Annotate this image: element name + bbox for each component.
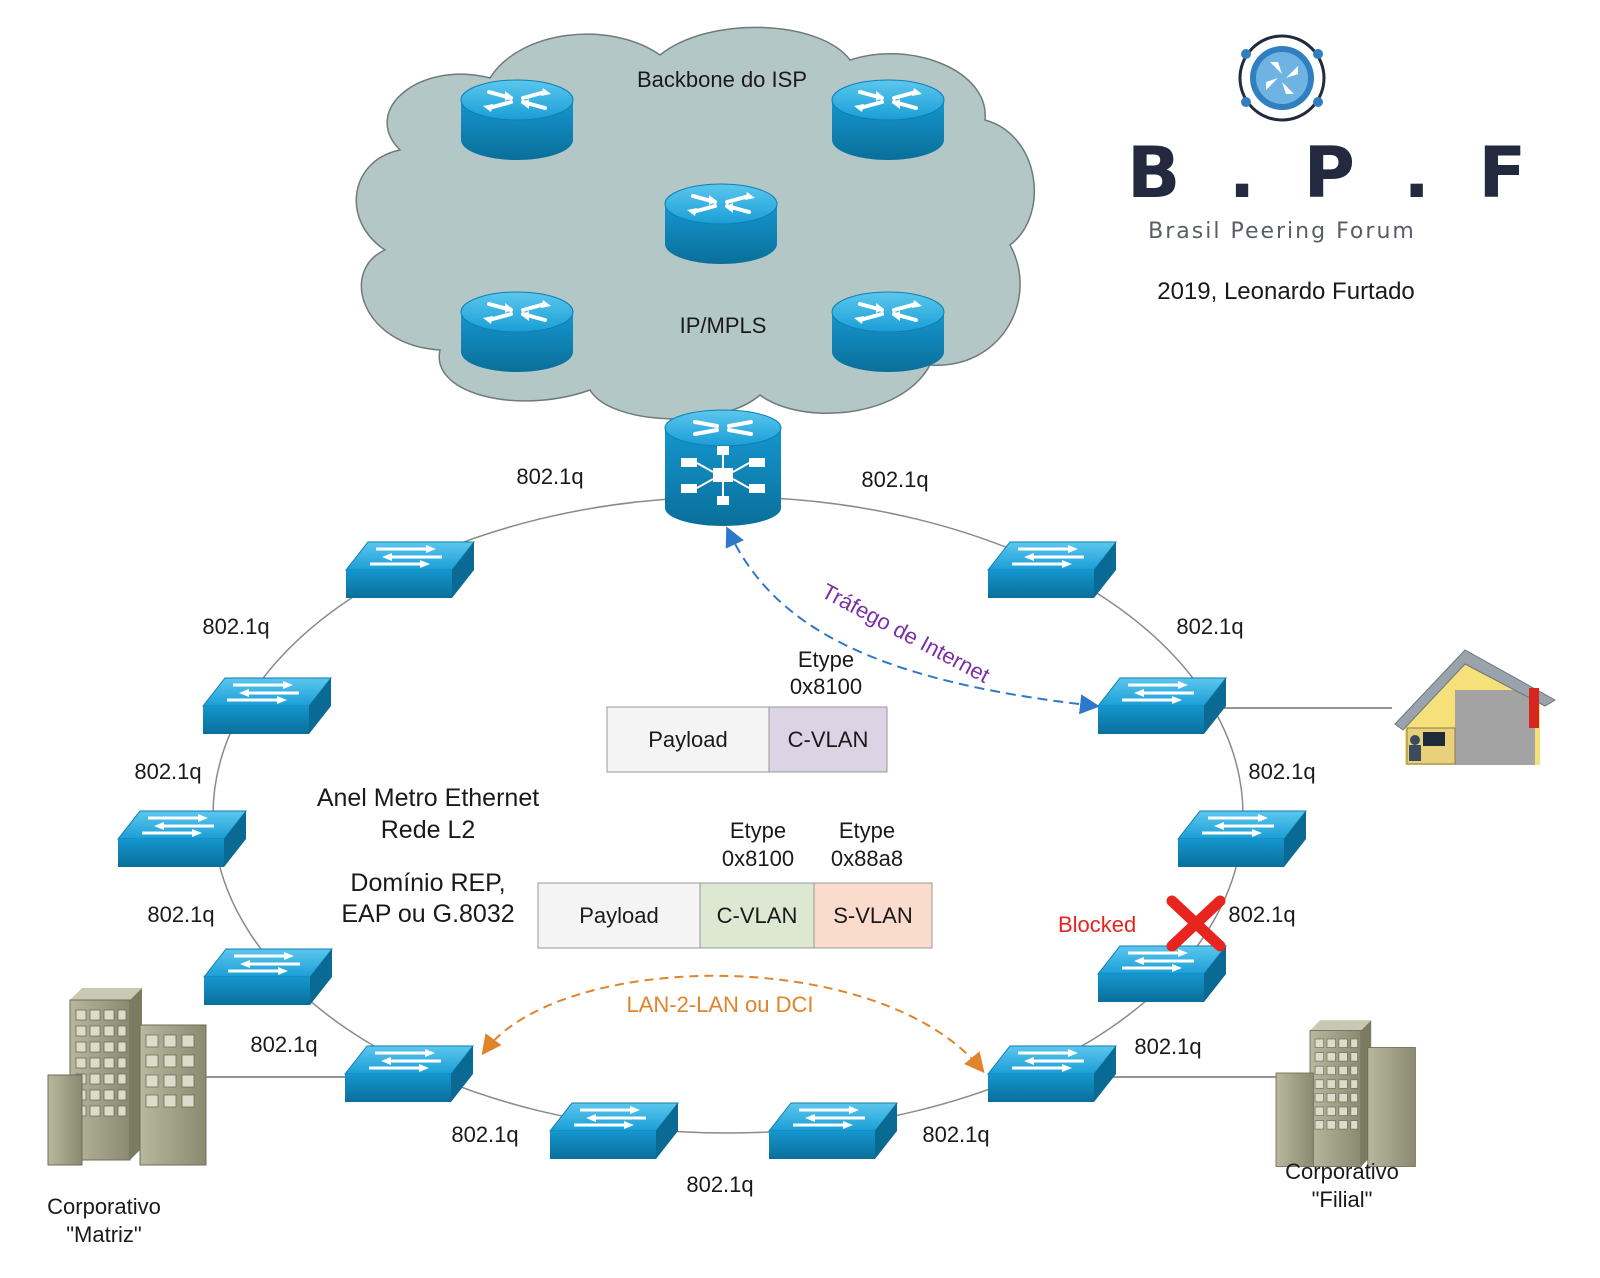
etype-value: 0x8100 bbox=[790, 674, 862, 699]
router-icon bbox=[830, 78, 946, 162]
link-label: 802.1q bbox=[1134, 1034, 1201, 1059]
frame-cell-svlan: S-VLAN bbox=[833, 903, 912, 928]
branch-label: Corporativo bbox=[1285, 1159, 1399, 1184]
switch-icon bbox=[548, 1101, 680, 1161]
lan-to-lan-arrow bbox=[481, 974, 985, 1074]
ring-domain-line1: Domínio REP, bbox=[350, 869, 505, 897]
link-label: 802.1q bbox=[516, 464, 583, 489]
link-label: 802.1q bbox=[1248, 759, 1315, 784]
bpf-wordmark: B . P . F bbox=[1127, 132, 1538, 214]
branch-name: "Filial" bbox=[1312, 1187, 1373, 1212]
router-icon bbox=[830, 290, 946, 374]
link-label: 802.1q bbox=[686, 1172, 753, 1197]
switch-icon bbox=[1176, 809, 1308, 869]
router-icon bbox=[663, 182, 779, 266]
etype-label: Etype bbox=[730, 818, 786, 843]
internet-traffic-arrow bbox=[725, 526, 1100, 715]
etype-label: Etype bbox=[798, 647, 854, 672]
frame-cell-cvlan: C-VLAN bbox=[788, 727, 869, 752]
blocked-x-icon bbox=[1166, 895, 1226, 952]
frame-cvlan: Etype 0x8100 Payload C-VLAN bbox=[606, 647, 888, 773]
switch-icon bbox=[1096, 676, 1228, 736]
credit: 2019, Leonardo Furtado bbox=[1157, 278, 1415, 305]
hq-label: Corporativo bbox=[47, 1194, 161, 1219]
building-icon bbox=[47, 987, 207, 1166]
ring-subtitle: Rede L2 bbox=[381, 816, 476, 844]
cloud-title: Backbone do ISP bbox=[637, 67, 807, 92]
building-icon bbox=[1275, 1019, 1416, 1167]
lan-to-lan-label: LAN-2-LAN ou DCI bbox=[626, 992, 813, 1017]
isp-backbone-cloud: Backbone do ISP IP/MPLS bbox=[355, 26, 1036, 420]
blocked-label: Blocked bbox=[1058, 912, 1136, 937]
switch-icon bbox=[767, 1101, 899, 1161]
link-label: 802.1q bbox=[451, 1122, 518, 1147]
hq-name: "Matriz" bbox=[66, 1222, 142, 1247]
router-icon bbox=[459, 78, 575, 162]
switch-icon bbox=[343, 1044, 475, 1104]
frame-cell-payload: Payload bbox=[579, 903, 659, 928]
link-label: 802.1q bbox=[134, 759, 201, 784]
frame-cell-cvlan: C-VLAN bbox=[717, 903, 798, 928]
etype-value: 0x8100 bbox=[722, 846, 794, 871]
ring-title: Anel Metro Ethernet bbox=[317, 784, 539, 812]
multilayer-switch-icon bbox=[664, 409, 782, 526]
frame-cell-payload: Payload bbox=[648, 727, 728, 752]
link-label: 802.1q bbox=[1228, 902, 1295, 927]
house-icon bbox=[1394, 649, 1556, 765]
switch-icon bbox=[201, 676, 333, 736]
etype-value: 0x88a8 bbox=[831, 846, 903, 871]
ring-domain-line2: EAP ou G.8032 bbox=[341, 900, 514, 928]
link-label: 802.1q bbox=[250, 1032, 317, 1057]
link-label: 802.1q bbox=[861, 467, 928, 492]
link-label: 802.1q bbox=[202, 614, 269, 639]
etype-label: Etype bbox=[839, 818, 895, 843]
switch-icon bbox=[1096, 944, 1228, 1004]
link-label: 802.1q bbox=[922, 1122, 989, 1147]
bpf-full-name: Brasil Peering Forum bbox=[1148, 219, 1416, 244]
switch-icon bbox=[116, 809, 248, 869]
bpf-logo-icon bbox=[1238, 34, 1326, 122]
switch-icon bbox=[344, 540, 476, 600]
switch-icon bbox=[202, 947, 334, 1007]
frame-qinq: Etype 0x8100 Etype 0x88a8 Payload C-VLAN… bbox=[537, 818, 933, 949]
cloud-subtitle: IP/MPLS bbox=[680, 313, 767, 338]
link-label: 802.1q bbox=[1176, 614, 1243, 639]
router-icon bbox=[459, 290, 575, 374]
link-label: 802.1q bbox=[147, 902, 214, 927]
switch-icon bbox=[986, 1044, 1118, 1104]
switch-icon bbox=[986, 540, 1118, 600]
